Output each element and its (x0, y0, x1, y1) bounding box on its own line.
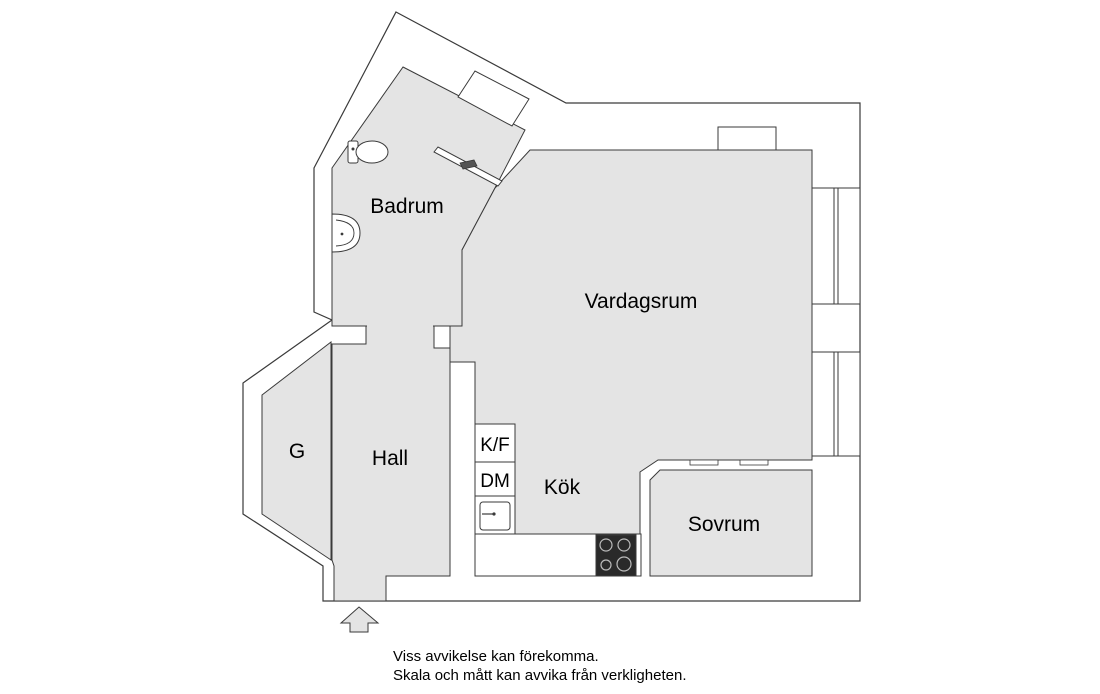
stove-burner (616, 556, 632, 572)
stove-burner (617, 538, 631, 552)
bath-door-gap (367, 320, 433, 348)
disclaimer-line-1: Viss avvikelse kan förekomma. (393, 648, 599, 665)
room-label-g: G (289, 440, 305, 463)
window-lower (811, 351, 861, 457)
stove-burner (599, 538, 613, 552)
living-vent-box (717, 126, 777, 151)
room-label-badrum: Badrum (370, 195, 444, 218)
room-label-sovrum: Sovrum (688, 513, 760, 536)
stove-burner (600, 559, 612, 571)
room-label-hall: Hall (372, 447, 408, 470)
appliance-label-dm: DM (480, 471, 510, 492)
bath-vent-box (457, 70, 530, 127)
sliding-door (689, 459, 769, 466)
hall-floor (331, 325, 451, 602)
room-label-kok: Kök (544, 476, 581, 499)
disclaimer-line-2: Skala och mått kan avvika från verklighe… (393, 667, 687, 684)
sink-basin (479, 501, 511, 531)
sovrum-floor (649, 469, 813, 577)
toilet-icon (347, 140, 389, 164)
window-upper (811, 187, 861, 305)
bath-sink-icon (331, 213, 361, 253)
appliance-label-kf: K/F (480, 435, 510, 456)
wardrobe-g-floor (261, 340, 332, 561)
shower-icon (433, 146, 503, 187)
room-label-vardagsrum: Vardagsrum (585, 290, 698, 313)
entrance-arrow-icon (339, 606, 380, 633)
drain (492, 512, 496, 516)
